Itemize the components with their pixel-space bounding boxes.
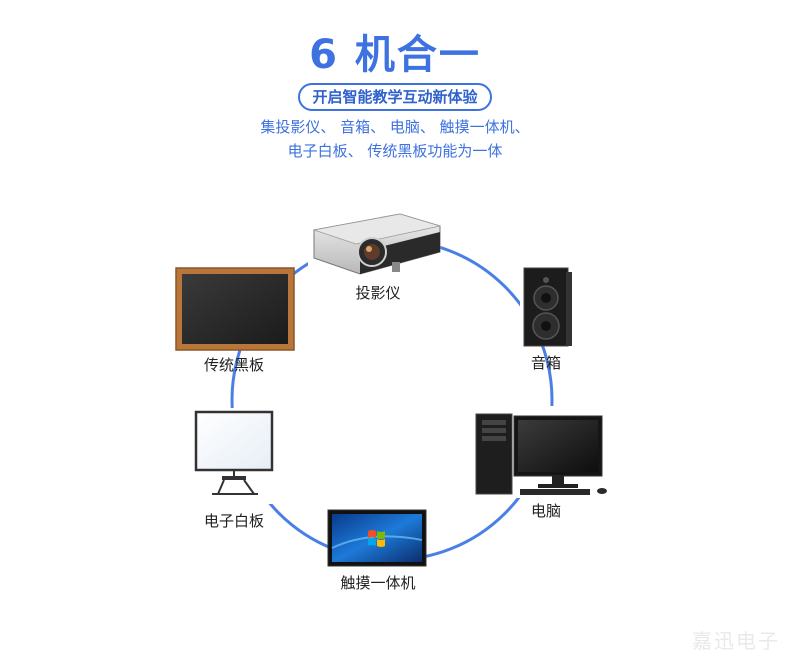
label-touch-panel: 触摸一体机 bbox=[340, 574, 416, 592]
description-line-1: 集投影仪、 音箱、 电脑、 触摸一体机、 bbox=[260, 118, 530, 136]
label-computer: 电脑 bbox=[530, 502, 561, 520]
label-speaker: 音箱 bbox=[530, 354, 561, 372]
label-blackboard: 传统黑板 bbox=[203, 356, 264, 374]
watermark: 嘉迅电子 bbox=[692, 629, 780, 653]
description-line-2: 电子白板、 传统黑板功能为一体 bbox=[287, 142, 503, 160]
page-title: 6 机合一 bbox=[309, 32, 481, 78]
subtitle-badge: 开启智能教学互动新体验 bbox=[298, 83, 492, 111]
touch-panel-icon bbox=[327, 509, 427, 568]
label-projector: 投影仪 bbox=[355, 284, 401, 302]
projector-icon bbox=[308, 213, 441, 276]
blackboard-icon bbox=[175, 267, 295, 351]
whiteboard-icon bbox=[190, 408, 274, 504]
speaker-icon bbox=[520, 267, 572, 347]
label-whiteboard: 电子白板 bbox=[203, 512, 264, 530]
computer-icon bbox=[474, 406, 614, 498]
